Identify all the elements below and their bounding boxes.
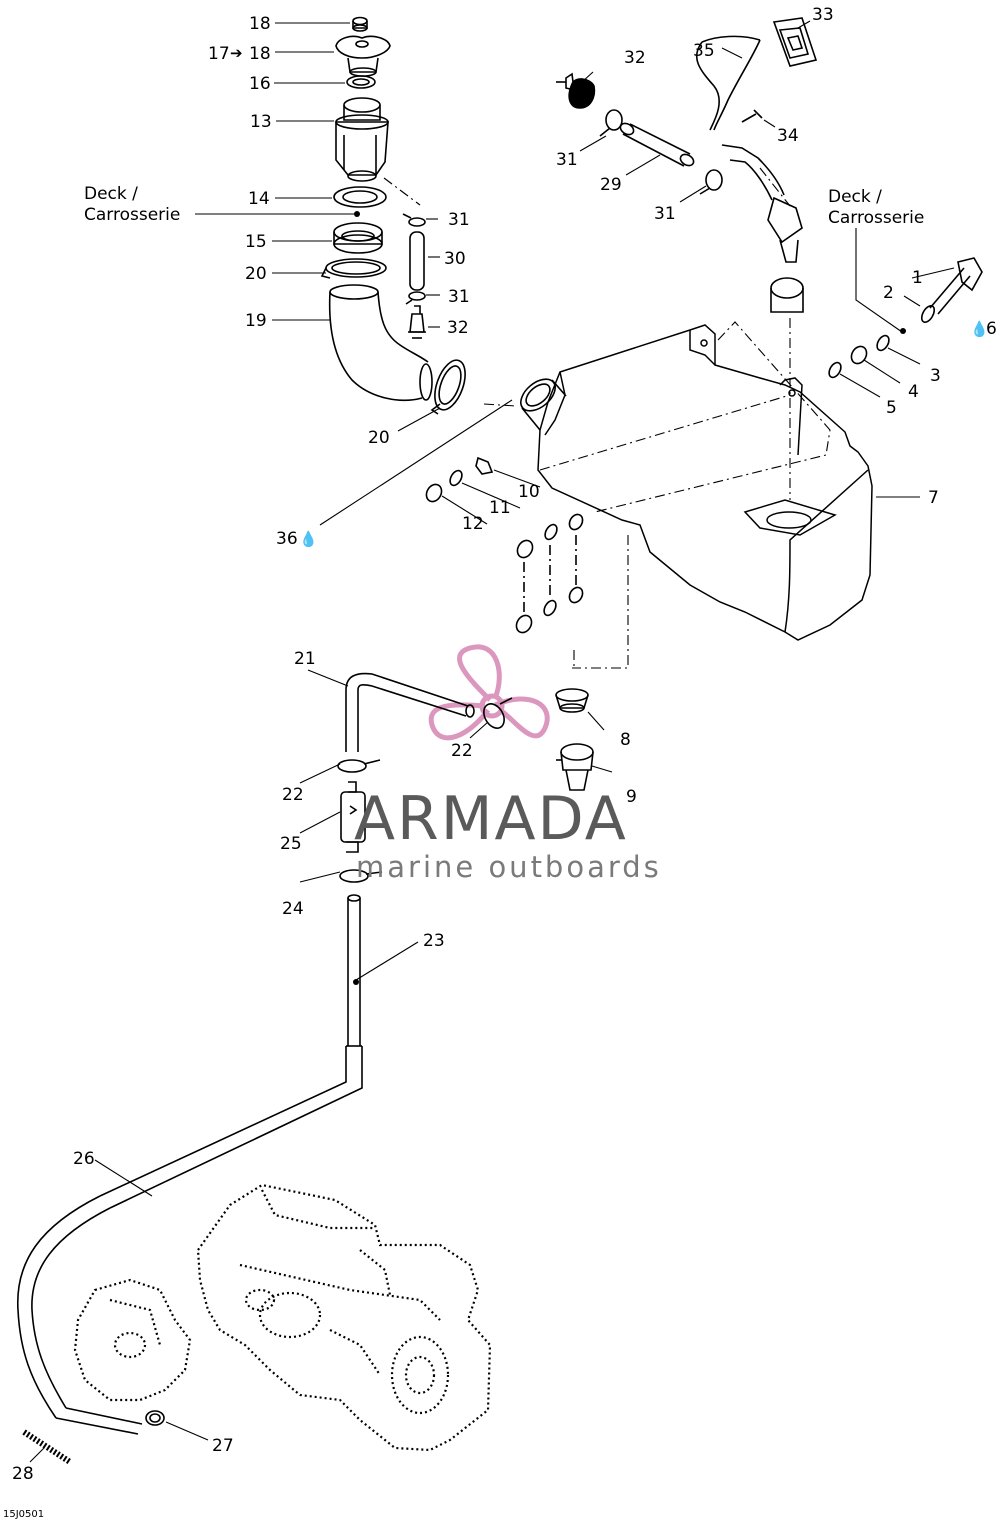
callout-22-upper: 22	[451, 741, 473, 761]
vent-valve-32	[556, 72, 596, 109]
bolt-1	[929, 257, 983, 315]
callout-35: 35	[693, 41, 715, 61]
callout-23: 23	[423, 931, 445, 951]
callout-31-left-upper: 31	[448, 210, 470, 230]
filler-neck	[335, 97, 389, 182]
callout-14: 14	[248, 189, 270, 209]
callout-31-right-lower: 31	[654, 204, 676, 224]
callout-6: 6	[986, 319, 997, 339]
oil-drop-icon: 💧	[970, 320, 989, 338]
washer-5	[828, 361, 842, 379]
cap-gasket	[346, 75, 376, 89]
fuel-tank	[537, 324, 873, 641]
callout-29: 29	[600, 175, 622, 195]
tie-wrap-35	[696, 35, 761, 131]
filler-nut	[333, 222, 383, 254]
callout-7: 7	[928, 488, 939, 508]
callout-9: 9	[626, 787, 637, 807]
fuel-hose-23	[99, 894, 363, 1209]
callout-31-right-upper: 31	[556, 150, 578, 170]
callout-2: 2	[883, 283, 894, 303]
fuel-hose-21	[345, 672, 475, 752]
hidden-lines	[383, 167, 831, 669]
callout-15: 15	[245, 232, 267, 252]
vent-tube-to-tank	[721, 144, 804, 313]
washer-2	[920, 305, 936, 323]
callout-8: 8	[620, 730, 631, 750]
engine-outline	[73, 1183, 492, 1452]
figure-code: 15J0501	[3, 1509, 45, 1520]
vent-hose-left	[402, 213, 426, 339]
tank-filler-neck	[520, 378, 567, 431]
filler-gasket	[333, 186, 387, 208]
callout-32-right: 32	[624, 48, 646, 68]
callout-18: 18	[249, 14, 271, 34]
callout-20-lower: 20	[368, 428, 390, 448]
watermark-tagline: marine outboards	[356, 850, 662, 884]
filler-cap	[335, 35, 391, 77]
callout-33: 33	[812, 5, 834, 25]
callout-11: 11	[489, 498, 511, 518]
callout-17: 17	[208, 44, 230, 64]
deck-note-left: Deck / Carrosserie	[84, 184, 181, 225]
spring-28	[22, 1429, 72, 1465]
clamp-22-lower	[337, 759, 381, 773]
arrow-right-icon: ➔	[230, 44, 243, 62]
callout-20: 20	[245, 264, 267, 284]
clamp-31-upper	[599, 109, 623, 137]
callout-36: 36	[276, 529, 298, 549]
leader-lines	[29, 20, 955, 1463]
mount-hardware-mid	[515, 513, 584, 634]
callout-30: 30	[444, 249, 466, 269]
callout-1: 1	[912, 268, 923, 288]
mount-hardware-left	[425, 456, 494, 503]
propeller-logo-icon	[428, 644, 550, 741]
clamp-22-upper	[483, 697, 513, 729]
deck-note-right: Deck / Carrosserie	[828, 187, 925, 228]
screw-34	[741, 109, 763, 123]
cap-27	[145, 1410, 165, 1426]
callout-16: 16	[249, 74, 271, 94]
hose-clamp-upper	[320, 258, 387, 279]
washer-3	[876, 334, 890, 352]
hose-clamp-lower	[430, 359, 466, 415]
tie-base-33	[772, 17, 818, 67]
callout-32-left: 32	[447, 318, 469, 338]
callout-18-alt: 18	[249, 44, 271, 64]
callout-28: 28	[12, 1464, 34, 1484]
nut-4	[850, 345, 868, 365]
filler-hose-elbow	[328, 284, 433, 402]
callout-12: 12	[462, 514, 484, 534]
grommet-8	[555, 688, 589, 713]
callout-21: 21	[294, 649, 316, 669]
clamp-24	[339, 869, 383, 883]
fuel-hose-26	[17, 1195, 143, 1435]
callout-34: 34	[777, 126, 799, 146]
callout-5: 5	[886, 398, 897, 418]
oil-drop-icon-2: 💧	[299, 530, 318, 548]
callout-27: 27	[212, 1436, 234, 1456]
callout-3: 3	[930, 366, 941, 386]
callout-31-left-lower: 31	[448, 287, 470, 307]
clamp-31-lower	[699, 169, 723, 195]
filler-cap-plug	[352, 16, 368, 32]
callout-26: 26	[73, 1149, 95, 1169]
callout-4: 4	[908, 382, 919, 402]
callout-10: 10	[518, 482, 540, 502]
fuel-filter-25	[340, 781, 366, 853]
vent-hose-29	[619, 122, 695, 167]
watermark-brand: ARMADA	[354, 784, 628, 854]
fuel-pickup-9	[556, 743, 594, 791]
callout-24: 24	[282, 899, 304, 919]
callout-13: 13	[250, 112, 272, 132]
callout-19: 19	[245, 311, 267, 331]
callout-25: 25	[280, 834, 302, 854]
callout-22-lower: 22	[282, 785, 304, 805]
reference-dots	[353, 211, 906, 985]
